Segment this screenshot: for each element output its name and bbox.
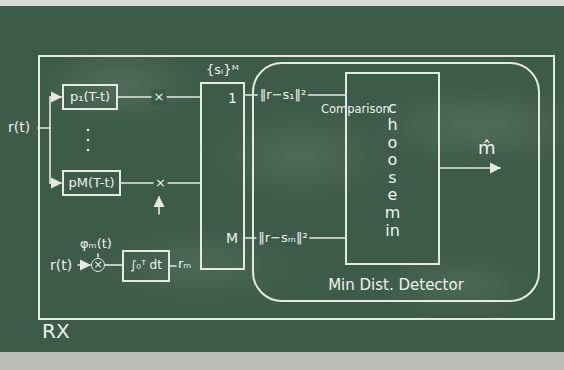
- wire-label: ‖r−s₁‖²: [258, 88, 308, 103]
- wire-label: ‖r−sₘ‖²: [256, 231, 309, 246]
- wire-label: ×: [153, 176, 168, 191]
- signal-name: rₘ: [178, 257, 191, 272]
- integrator-label: ∫₀ᵀ dt: [130, 259, 162, 273]
- output-name: m̂: [478, 138, 496, 159]
- block-label: choose min: [385, 98, 401, 239]
- sample-arrow: [158, 197, 160, 214]
- basis-wire: [97, 254, 99, 257]
- multiplier-circle: ×: [91, 258, 105, 272]
- split-wire: [49, 97, 51, 183]
- vertical-note: Comparison: [321, 103, 333, 116]
- ellipsis-dot: [87, 129, 90, 132]
- filter-box: p₁(T-t): [62, 84, 118, 110]
- multiply-sign: ×: [93, 259, 102, 272]
- choose-min-box: choose min: [345, 72, 440, 265]
- input-wire: [50, 182, 61, 184]
- signal-wire: [105, 264, 122, 266]
- branch-index: 1: [228, 90, 237, 106]
- output-wire: [170, 265, 176, 267]
- filter-label: p₁(T-t): [70, 90, 110, 105]
- region-title: Min Dist. Detector: [328, 277, 464, 294]
- sampler-bank: {sᵢ}ᴹ1M: [200, 82, 245, 270]
- signal-name: r(t): [8, 119, 30, 135]
- signal-set: {sᵢ}ᴹ: [206, 63, 239, 78]
- filter-label: pM(T-t): [68, 176, 114, 191]
- block-title: RX: [42, 320, 70, 343]
- input-wire: [50, 96, 61, 98]
- signal-name: φₘ(t): [80, 237, 112, 252]
- filter-box: pM(T-t): [62, 170, 121, 196]
- ellipsis-dot: [87, 149, 90, 152]
- integrator-box: ∫₀ᵀ dt: [122, 250, 170, 282]
- input-wire: [78, 264, 90, 266]
- branch-index: M: [226, 230, 238, 246]
- ellipsis-dot: [87, 139, 90, 142]
- wire-label: ×: [152, 90, 167, 105]
- output-arrow: [440, 167, 500, 169]
- signal-name: r(t): [50, 257, 72, 273]
- chalk-tray: [0, 352, 564, 370]
